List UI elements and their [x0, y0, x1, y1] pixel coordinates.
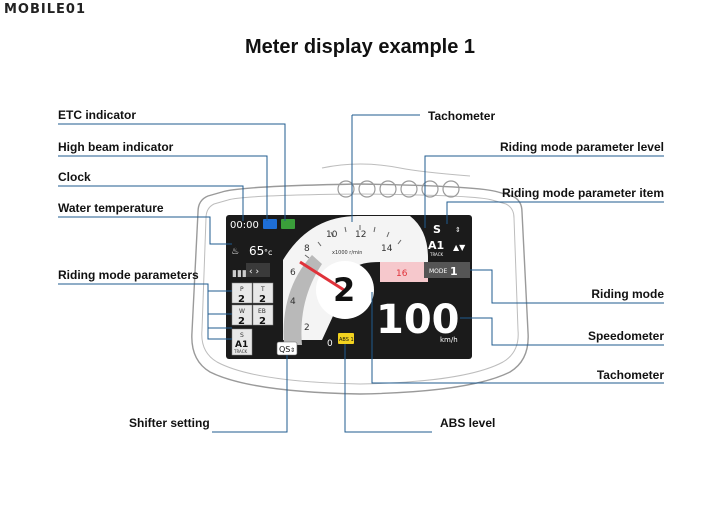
speed-unit: km/h	[440, 336, 458, 344]
mode-label: MODE	[429, 268, 448, 275]
tach-tick-10: 10	[326, 230, 338, 240]
param-s-value: A1	[235, 340, 248, 350]
param-item-readout: S	[433, 223, 441, 236]
water-temp-value: 65	[249, 244, 264, 258]
tach-tick-6: 6	[290, 268, 296, 278]
label-param-item: Riding mode parameter item	[501, 186, 664, 200]
page-title: Meter display example 1	[244, 36, 476, 58]
qs-updown-icon: ⇕	[290, 347, 295, 354]
param-eb-value: 2	[259, 316, 266, 327]
abs-readout: ABS 1	[339, 337, 354, 343]
label-tachometer-top: Tachometer	[428, 109, 496, 123]
param-p-value: 2	[238, 294, 245, 305]
param-level-updown-icon: ▲▼	[453, 243, 466, 252]
indicator-lamps	[337, 180, 460, 198]
label-param-level: Riding mode parameter level	[499, 140, 664, 154]
water-temp-unit: °c	[264, 248, 272, 257]
param-t-name: T	[260, 286, 265, 293]
label-riding-mode: Riding mode	[591, 287, 664, 301]
label-shifter-setting: Shifter setting	[129, 416, 210, 430]
speed-readout: 100	[376, 297, 460, 343]
label-water-temp: Water temperature	[58, 201, 164, 215]
gear-circle	[316, 261, 374, 319]
param-item-updown-icon: ⇕	[455, 226, 461, 234]
tach-needle	[299, 260, 345, 292]
tach-tick-4: 4	[290, 297, 296, 307]
qs-readout: QS	[279, 345, 290, 354]
label-etc-indicator: ETC indicator	[58, 108, 137, 122]
label-speedometer: Speedometer	[587, 329, 664, 343]
tach-tick-16: 16	[396, 269, 408, 279]
label-high-beam: High beam indicator	[58, 140, 174, 154]
tach-tick-2: 2	[304, 323, 310, 333]
param-w-name: W	[239, 308, 245, 315]
mode-value: 1	[450, 265, 458, 278]
mode-box	[424, 262, 470, 278]
param-grid	[231, 282, 274, 356]
param-level-sub: TRACK	[429, 252, 444, 257]
rpm-unit: x1000 r/min	[332, 250, 362, 256]
label-riding-mode-params: Riding mode parameters	[58, 268, 199, 282]
param-w-value: 2	[238, 316, 245, 327]
leader-lines	[58, 114, 664, 433]
tach-tick-8: 8	[304, 244, 310, 254]
gear-readout: 2	[333, 271, 355, 309]
param-level-readout: A1	[428, 239, 444, 252]
high-beam-icon-box	[263, 219, 277, 229]
brand-logo: MOBILE01	[4, 2, 86, 17]
param-nav-box	[246, 263, 270, 277]
clock-readout: 00:00	[230, 220, 259, 231]
tach-tick-marks	[304, 225, 402, 259]
tach-tick-0: 0	[327, 339, 333, 349]
tach-face	[283, 215, 428, 340]
param-t-value: 2	[259, 294, 266, 305]
tach-tick-14: 14	[381, 244, 393, 254]
param-nav-arrows: ‹ ›	[249, 267, 259, 277]
meter-housing-outer	[191, 183, 529, 395]
param-eb-name: EB	[258, 308, 266, 315]
label-tachometer-bottom: Tachometer	[596, 368, 664, 382]
tach-tick-12: 12	[355, 230, 366, 240]
meter-housing-inner	[201, 193, 519, 385]
tach-arc	[283, 255, 322, 345]
param-s-name: S	[240, 332, 244, 339]
label-clock: Clock	[58, 170, 91, 184]
label-abs-level: ABS level	[440, 416, 496, 430]
param-s-sub: TRACK	[233, 349, 248, 354]
param-p-name: P	[240, 286, 244, 293]
thermometer-icon: ♨	[231, 247, 239, 257]
signal-bars-icon: ▮▮▮	[232, 269, 247, 279]
etc-icon-box	[281, 219, 295, 229]
abs-box	[338, 333, 354, 344]
